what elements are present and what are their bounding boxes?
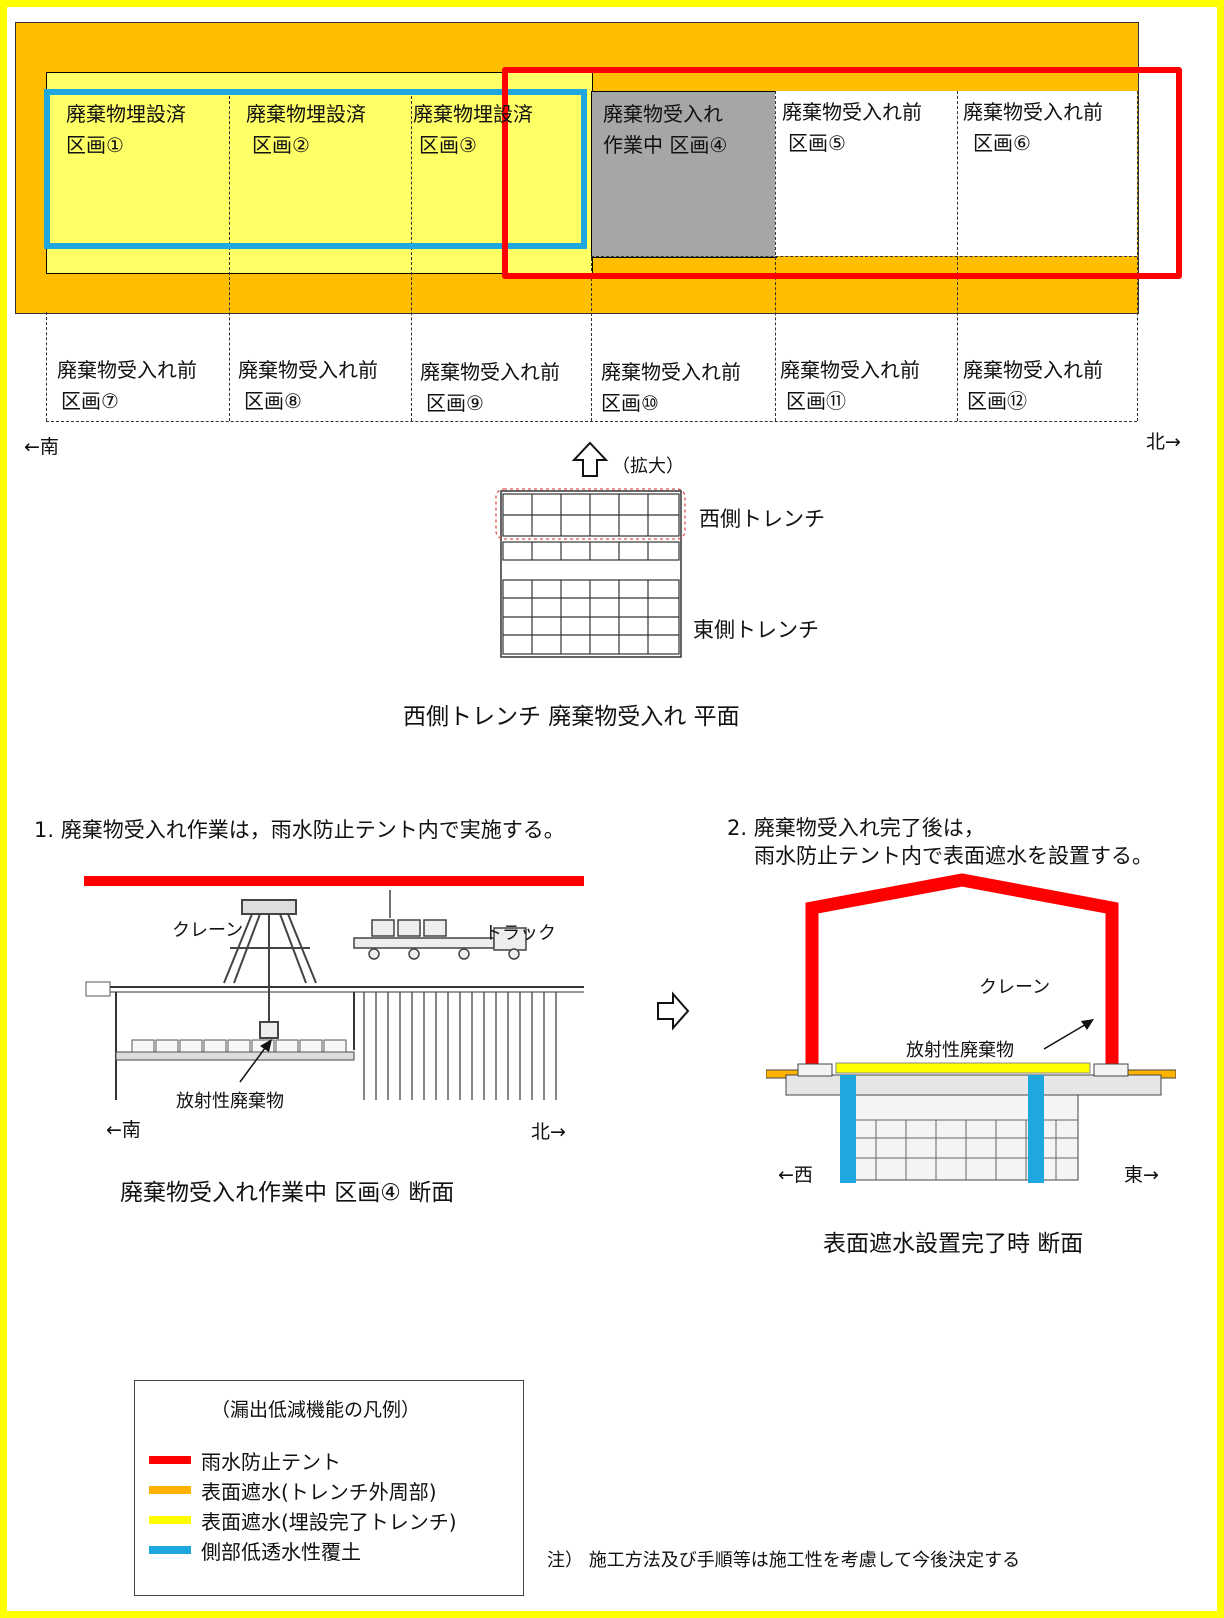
trench-key-plan xyxy=(495,488,686,658)
step1-text: 1. 廃棄物受入れ作業は，雨水防止テント内で実施する。 xyxy=(34,818,565,842)
legend-item-side-cover: 側部低透水性覆土 xyxy=(149,1535,361,1565)
waste-pointer-arrow-icon xyxy=(239,1039,272,1083)
legend-label: 表面遮水(トレンチ外周部) xyxy=(201,1479,437,1504)
step1-south-label: ←南 xyxy=(106,1119,141,1141)
tent-roof xyxy=(84,876,584,886)
south-label: ←南 xyxy=(24,436,59,458)
rain-tent-outline xyxy=(502,67,1182,279)
crane-label: クレーン xyxy=(172,920,244,941)
legend-label: 雨水防止テント xyxy=(201,1449,341,1474)
truck-label: トラック xyxy=(484,923,556,944)
section-7-label: 廃棄物受入れ前区画⑦ xyxy=(57,358,197,413)
side-cover-left xyxy=(840,1075,856,1183)
section-3-label: 廃棄物埋設済区画③ xyxy=(413,102,533,157)
west-trench-label: 西側トレンチ xyxy=(699,507,825,531)
legend-item-completed-seal: 表面遮水(埋設完了トレンチ) xyxy=(149,1505,457,1535)
step1-caption: 廃棄物受入れ作業中 区画④ 断面 xyxy=(120,1180,455,1206)
section-1-label: 廃棄物埋設済区画① xyxy=(66,102,186,157)
section-2-label: 廃棄物埋設済区画② xyxy=(246,102,366,157)
zoom-label: （拡大） xyxy=(612,456,684,477)
step1-section-drawing xyxy=(84,876,584,1100)
grid-line xyxy=(591,256,1137,257)
legend-item-tent: 雨水防止テント xyxy=(149,1445,341,1475)
section-9-label: 廃棄物受入れ前区画⑨ xyxy=(420,360,560,415)
completed-seal-area xyxy=(46,72,593,274)
step2-waste-label: 放射性廃棄物 xyxy=(906,1040,1014,1061)
gantry-crane xyxy=(223,899,317,1039)
grid-line xyxy=(46,312,47,421)
step1-north-label: 北→ xyxy=(531,1121,566,1143)
step2-caption: 表面遮水設置完了時 断面 xyxy=(823,1231,1084,1257)
footnote: 注） 施工方法及び手順等は施工性を考慮して今後決定する xyxy=(547,1550,1021,1571)
legend-swatch xyxy=(149,1456,191,1464)
tent-frame xyxy=(805,873,1119,1066)
crane-pointer-arrow-icon xyxy=(1043,1019,1094,1050)
legend-box: （漏出低減機能の凡例） 雨水防止テント 表面遮水(トレンチ外周部) 表面遮水(埋… xyxy=(134,1380,524,1596)
section-5-label: 廃棄物受入れ前区画⑤ xyxy=(782,100,922,155)
step2-text-line1: 2. 廃棄物受入れ完了後は， xyxy=(727,816,985,840)
side-cover-outline xyxy=(44,89,587,249)
legend-item-outer-seal: 表面遮水(トレンチ外周部) xyxy=(149,1475,437,1505)
section-6-label: 廃棄物受入れ前区画⑥ xyxy=(963,100,1103,155)
grid-line xyxy=(1137,91,1138,421)
step2-crane-label: クレーン xyxy=(979,977,1051,998)
pending-section-area xyxy=(775,91,1137,256)
step2-west-label: ←西 xyxy=(778,1164,813,1186)
legend-swatch xyxy=(149,1546,191,1554)
north-label: 北→ xyxy=(1146,431,1181,453)
completed-seal xyxy=(835,1062,1091,1074)
section-10-label: 廃棄物受入れ前区画⑩ xyxy=(601,360,741,415)
section-4-label: 廃棄物受入れ作業中 区画④ xyxy=(603,102,728,157)
step2-east-label: 東→ xyxy=(1124,1164,1159,1186)
legend-swatch xyxy=(149,1516,191,1524)
next-step-arrow-icon xyxy=(657,991,690,1031)
legend-title: （漏出低減機能の凡例） xyxy=(211,1399,421,1421)
east-trench-label: 東側トレンチ xyxy=(693,618,819,642)
section-12-label: 廃棄物受入れ前区画⑫ xyxy=(963,358,1103,413)
waste-label: 放射性廃棄物 xyxy=(176,1091,284,1112)
section-11-label: 廃棄物受入れ前区画⑪ xyxy=(780,358,920,413)
truck xyxy=(353,890,527,960)
grid-line xyxy=(591,258,592,421)
section-8-label: 廃棄物受入れ前区画⑧ xyxy=(238,358,378,413)
grid-line xyxy=(229,91,230,421)
legend-swatch xyxy=(149,1486,191,1494)
side-cover-right xyxy=(1028,1075,1044,1183)
step2-text-line2: 雨水防止テント内で表面遮水を設置する。 xyxy=(754,844,1153,868)
grid-line xyxy=(46,421,1137,422)
key-plan-caption: 西側トレンチ 廃棄物受入れ 平面 xyxy=(403,704,740,730)
legend-label: 側部低透水性覆土 xyxy=(201,1539,361,1564)
legend-label: 表面遮水(埋設完了トレンチ) xyxy=(201,1509,457,1534)
zoom-arrow-icon xyxy=(571,441,609,477)
step2-section-drawing xyxy=(766,873,1176,1183)
grid-line xyxy=(411,91,412,421)
